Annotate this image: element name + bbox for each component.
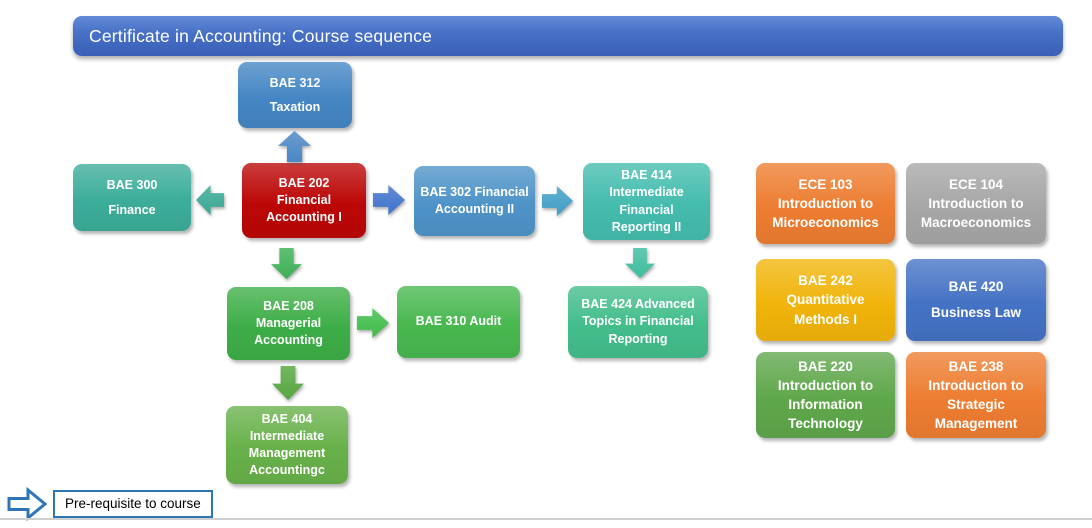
- course-node-bae-404: BAE 404 Intermediate Management Accounti…: [226, 406, 348, 484]
- course-node-bae-220: BAE 220 Introduction to Information Tech…: [756, 352, 895, 438]
- legend: Pre-requisite to course: [6, 486, 213, 522]
- course-node-ece-104: ECE 104 Introduction to Macroeconomics: [906, 163, 1046, 244]
- prereq-arrow-bae414-to-bae424: [625, 248, 655, 278]
- course-node-bae-312: BAE 312 Taxation: [238, 62, 352, 128]
- course-node-bae-238: BAE 238 Introduction to Strategic Manage…: [906, 352, 1046, 438]
- slide-bottom-border: [0, 518, 1092, 520]
- legend-label-box: Pre-requisite to course: [53, 490, 213, 518]
- legend-label: Pre-requisite to course: [65, 496, 201, 511]
- prereq-arrow-bae208-to-bae310: [357, 308, 389, 338]
- prereq-arrow-bae202-to-bae208: [271, 248, 302, 279]
- course-node-bae-302: BAE 302 Financial Accounting II: [414, 166, 535, 236]
- block-arrow-right-icon: [7, 486, 48, 522]
- course-node-bae-300: BAE 300 Finance: [73, 164, 191, 231]
- course-node-bae-424: BAE 424 Advanced Topics in Financial Rep…: [568, 286, 708, 358]
- prereq-arrow-bae202-to-bae300: [196, 185, 224, 215]
- course-node-bae-202: BAE 202 Financial Accounting I: [242, 163, 366, 238]
- prereq-arrow-bae202-to-bae312: [278, 131, 311, 162]
- course-node-bae-420: BAE 420 Business Law: [906, 259, 1046, 341]
- course-node-bae-242: BAE 242 Quantitative Methods I: [756, 259, 895, 341]
- title-bar: Certificate in Accounting: Course sequen…: [73, 16, 1063, 56]
- course-node-ece-103: ECE 103 Introduction to Microeconomics: [756, 163, 895, 244]
- course-node-bae-310: BAE 310 Audit: [397, 286, 520, 358]
- page-title: Certificate in Accounting: Course sequen…: [89, 25, 433, 46]
- course-node-bae-208: BAE 208 Managerial Accounting: [227, 287, 350, 360]
- prereq-arrow-bae202-to-bae302: [373, 185, 405, 215]
- prereq-arrow-bae208-to-bae404: [272, 366, 304, 400]
- course-node-bae-414: BAE 414 Intermediate Financial Reporting…: [583, 163, 710, 240]
- prereq-arrow-bae302-to-bae414: [542, 186, 573, 216]
